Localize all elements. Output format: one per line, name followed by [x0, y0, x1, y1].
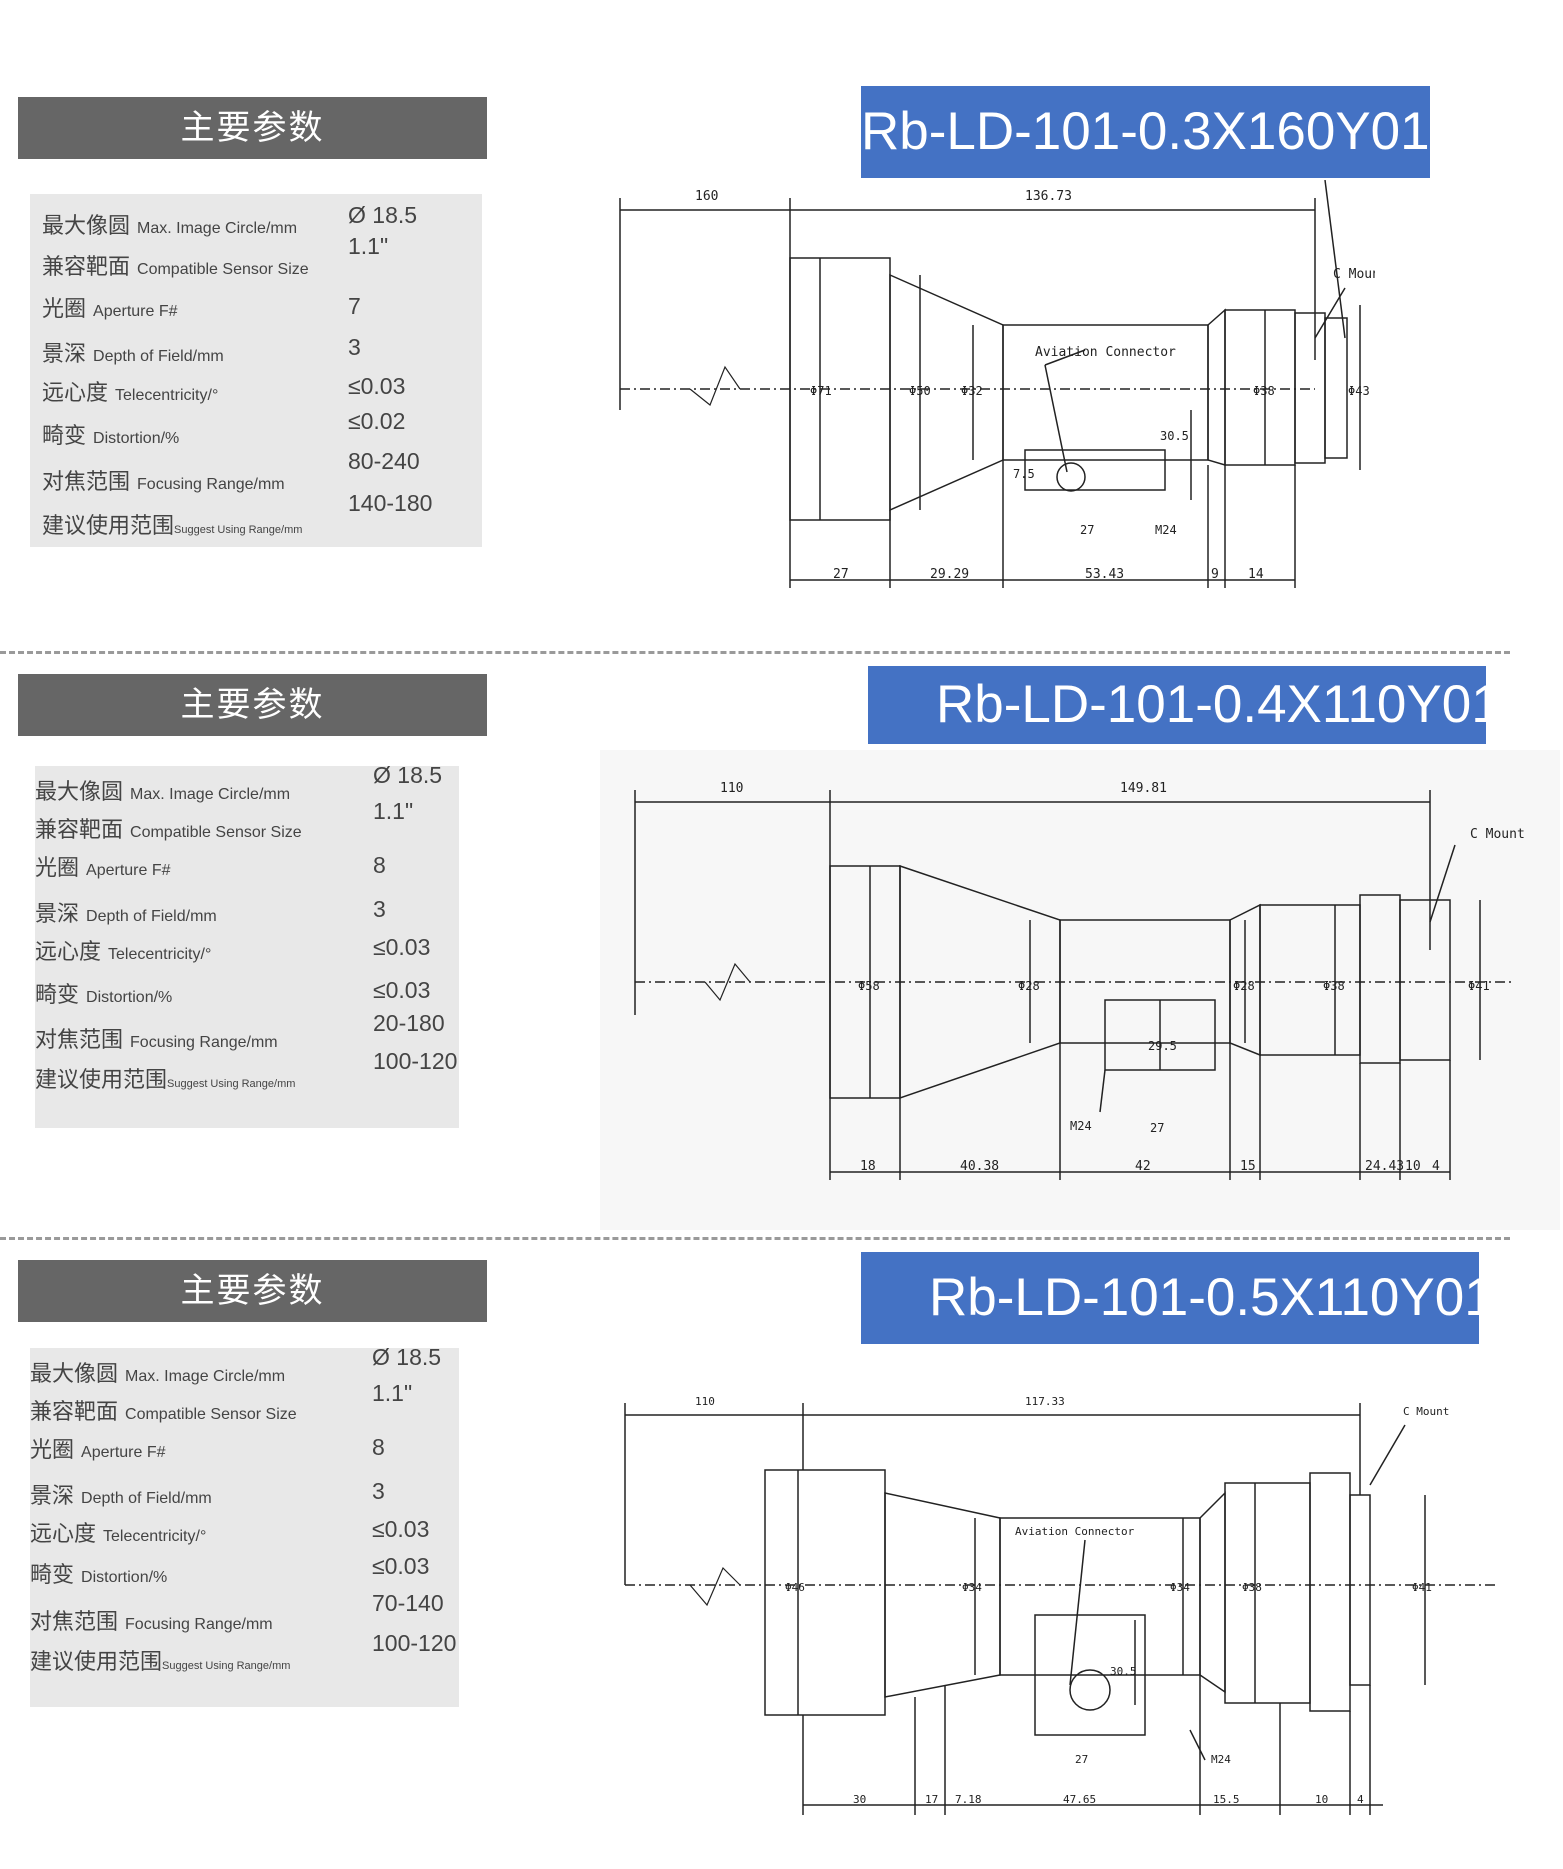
- section-divider: [0, 651, 1510, 654]
- dim-top-2: 117.33: [1025, 1395, 1065, 1408]
- dim-label: M24: [1211, 1753, 1231, 1766]
- dia-label: Φ71: [810, 384, 832, 398]
- c-mount-label: C Mount: [1403, 1405, 1449, 1418]
- dia-label: Φ32: [961, 384, 983, 398]
- dim-bottom: 10: [1405, 1159, 1421, 1174]
- section-2-lens-drawing: 110 149.81 18 40.38 42 15 24.43 10 4 Φ58…: [600, 750, 1560, 1230]
- param-row: 畸变 Distortion/%≤0.03: [30, 1553, 430, 1588]
- dia-label: Φ41: [1412, 1581, 1432, 1594]
- param-row: 远心度 Telecentricity/°≤0.03: [42, 373, 406, 406]
- dim-bottom: 30: [853, 1793, 866, 1806]
- param-row: 光圈 Aperture F#7: [42, 293, 361, 322]
- param-row: 光圈 Aperture F#8: [30, 1434, 385, 1463]
- dim-bottom: 15: [1240, 1159, 1256, 1174]
- section-2-header: 主要参数: [18, 674, 487, 736]
- dim-bottom: 27: [833, 567, 849, 582]
- dim-label: 27: [1150, 1121, 1164, 1135]
- dia-label: Φ38: [1323, 979, 1345, 993]
- dim-bottom: 29.29: [930, 567, 969, 582]
- dim-label: 30.5: [1110, 1665, 1137, 1678]
- section-3-model-title: Rb-LD-101-0.5X110Y01: [861, 1252, 1494, 1344]
- dia-label: Φ41: [1468, 979, 1490, 993]
- dim-top-1: 110: [720, 781, 743, 796]
- section-2-model-title: Rb-LD-101-0.4X110Y01: [868, 666, 1501, 744]
- dim-top-2: 136.73: [1025, 189, 1072, 204]
- dim-label: M24: [1155, 523, 1177, 537]
- dim-bottom: 53.43: [1085, 567, 1124, 582]
- c-mount-label: C Mount: [1470, 827, 1525, 842]
- dim-bottom: 17: [925, 1793, 938, 1806]
- section-1-lens-drawing: 160 136.73 27 29.29 53.43 9 14 Φ71 Φ50 Φ…: [619, 180, 1375, 588]
- param-row: 远心度 Telecentricity/°≤0.03: [30, 1516, 430, 1547]
- dim-bottom: 15.5: [1213, 1793, 1240, 1806]
- dim-top-1: 160: [695, 189, 718, 204]
- dim-top-2: 149.81: [1120, 781, 1167, 796]
- section-1-header: 主要参数: [18, 97, 487, 159]
- aviation-connector-label: Aviation Connector: [1035, 345, 1176, 360]
- section-3-header: 主要参数: [18, 1260, 487, 1322]
- dia-label: Φ50: [909, 384, 931, 398]
- section-1-model-title: Rb-LD-101-0.3X160Y01: [861, 86, 1430, 178]
- dia-label: Φ34: [962, 1581, 982, 1594]
- dim-bottom: 24.43: [1365, 1159, 1404, 1174]
- dia-label: Φ43: [1348, 384, 1370, 398]
- dim-bottom: 4: [1357, 1793, 1364, 1806]
- dim-bottom: 42: [1135, 1159, 1151, 1174]
- dim-bottom: 14: [1248, 567, 1264, 582]
- dim-bottom: 4: [1432, 1159, 1440, 1174]
- dia-label: Φ28: [1018, 979, 1040, 993]
- dim-bottom: 40.38: [960, 1159, 999, 1174]
- section-divider: [0, 1237, 1510, 1240]
- dim-bottom: 7.18: [955, 1793, 982, 1806]
- dia-label: Φ34: [1170, 1581, 1190, 1594]
- param-row: 光圈 Aperture F#8: [35, 852, 386, 881]
- dim-label: 29.5: [1148, 1039, 1177, 1053]
- dim-top-1: 110: [695, 1395, 715, 1408]
- dim-bottom: 18: [860, 1159, 876, 1174]
- dim-label: 27: [1080, 523, 1094, 537]
- dim-label: 7.5: [1013, 467, 1035, 481]
- dim-bottom: 10: [1315, 1793, 1328, 1806]
- dia-label: Φ46: [785, 1581, 805, 1594]
- aviation-connector-label: Aviation Connector: [1015, 1525, 1135, 1538]
- param-row: 畸变 Distortion/%≤0.02: [42, 408, 406, 449]
- dim-label: 30.5: [1160, 429, 1189, 443]
- dim-label: M24: [1070, 1119, 1092, 1133]
- section-3-lens-drawing: 110 117.33 30 17 7.18 47.65 15.5 10 4 Φ4…: [624, 1395, 1495, 1815]
- dim-bottom: 47.65: [1063, 1793, 1096, 1806]
- dim-bottom: 9: [1211, 567, 1219, 582]
- param-row: 畸变 Distortion/%≤0.03: [35, 977, 431, 1008]
- dia-label: Φ58: [858, 979, 880, 993]
- dia-label: Φ38: [1242, 1581, 1262, 1594]
- param-row: 远心度 Telecentricity/°≤0.03: [35, 934, 431, 965]
- dia-label: Φ38: [1253, 384, 1275, 398]
- dim-label: 27: [1075, 1753, 1088, 1766]
- c-mount-label: C Mount: [1333, 267, 1375, 282]
- dia-label: Φ28: [1233, 979, 1255, 993]
